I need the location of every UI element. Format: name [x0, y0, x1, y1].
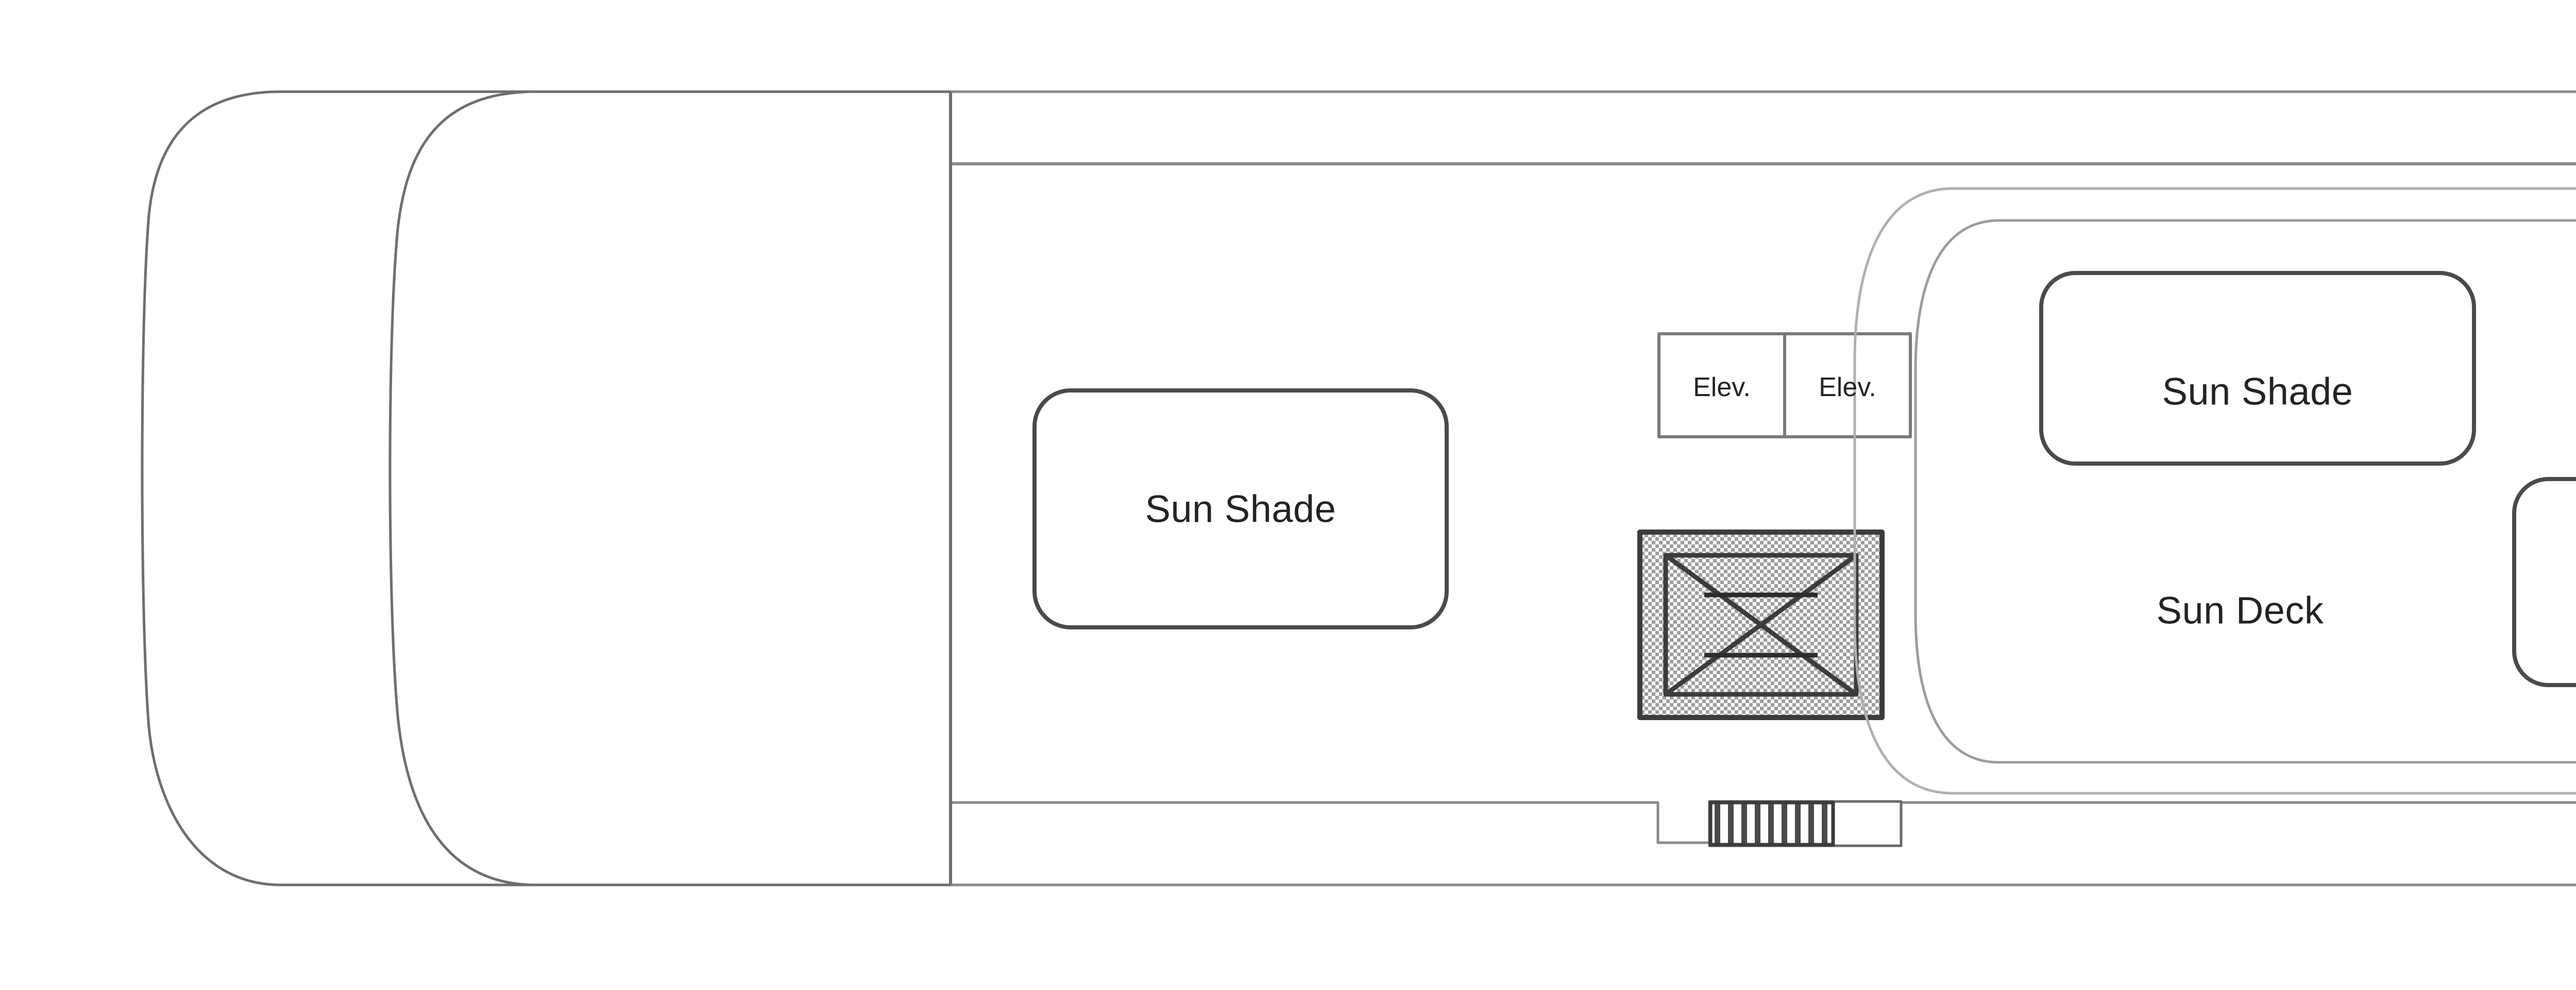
elevator-left-label: Elev. [1693, 372, 1751, 402]
sun-shade-upper-label: Sun Shade [2162, 370, 2353, 413]
elevator-right-label: Elev. [1819, 372, 1876, 402]
stair-forward [1708, 800, 1903, 847]
elevator-bank[interactable] [1657, 332, 1912, 438]
sun-deck-enclosure-inner [1914, 219, 2576, 764]
lattice-structure-forward [1637, 530, 1885, 720]
sun-deck-label: Sun Deck [2156, 589, 2324, 632]
bow-hull-outer [141, 90, 951, 886]
sun-shade-lower[interactable] [2512, 477, 2576, 687]
sun-shade-upper[interactable] [2039, 271, 2476, 466]
bow-hull-inner [388, 90, 951, 886]
sun-shade-forward[interactable] [1032, 388, 1449, 629]
sun-deck-enclosure-outer [1853, 187, 2576, 795]
sun-shade-forward-label: Sun Shade [1145, 487, 1336, 531]
